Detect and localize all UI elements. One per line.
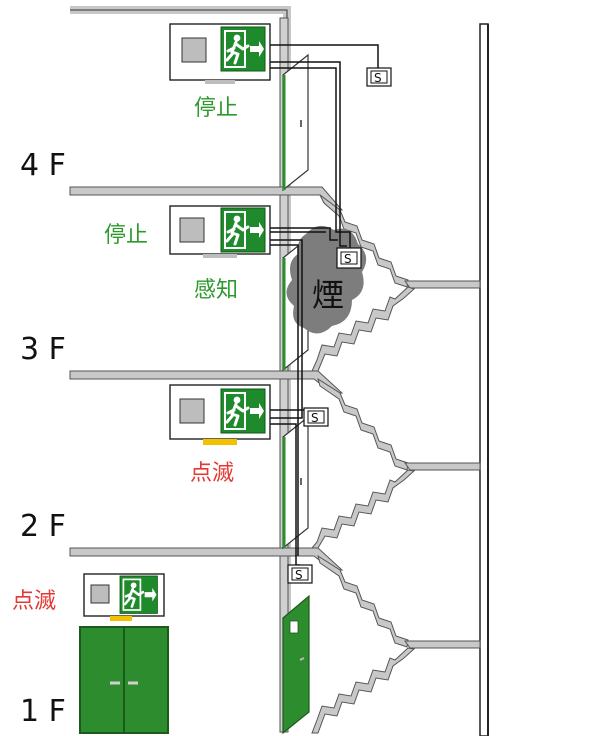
floor-label-1f: 1 F xyxy=(20,694,66,729)
exit-pictogram-icon xyxy=(219,387,267,435)
blink-light-1f xyxy=(110,616,132,621)
sensor-label-1f: S xyxy=(295,568,303,582)
entrance-double-door xyxy=(79,626,169,734)
exit-sign-1f xyxy=(83,573,165,621)
fire-door-1f xyxy=(282,594,310,735)
sensor-label-2f: S xyxy=(311,411,319,425)
blink-light-2f xyxy=(203,439,237,445)
status-blink-1f: 点滅 xyxy=(12,589,56,614)
sensor-label-4f: S xyxy=(374,71,382,85)
exit-sign-2f xyxy=(169,384,271,445)
staircase xyxy=(310,194,481,734)
status-stop-3f: 停止 xyxy=(104,223,148,248)
status-stop-4f: 停止 xyxy=(194,96,238,121)
smoke-detector-2f: S xyxy=(303,407,329,427)
floor-label-3f: 3 F xyxy=(20,332,66,367)
floor-label-4f: 4 F xyxy=(20,148,66,183)
smoke-detector-3f: S xyxy=(336,247,362,269)
status-detect-3f: 感知 xyxy=(194,278,238,303)
sensor-label-3f: S xyxy=(344,252,352,266)
fire-door-4f xyxy=(282,53,309,192)
exit-sign-3f xyxy=(169,205,271,258)
smoke-label: 煙 xyxy=(312,276,344,314)
exit-sign-4f xyxy=(169,23,271,84)
floor-label-2f: 2 F xyxy=(20,509,66,544)
exit-pictogram-icon xyxy=(219,25,267,73)
exit-pictogram-icon xyxy=(118,574,159,615)
smoke-detector-4f: S xyxy=(366,67,392,87)
status-blink-2f: 点滅 xyxy=(190,461,234,486)
smoke-detector-1f: S xyxy=(287,564,313,584)
exit-pictogram-icon xyxy=(219,206,267,254)
